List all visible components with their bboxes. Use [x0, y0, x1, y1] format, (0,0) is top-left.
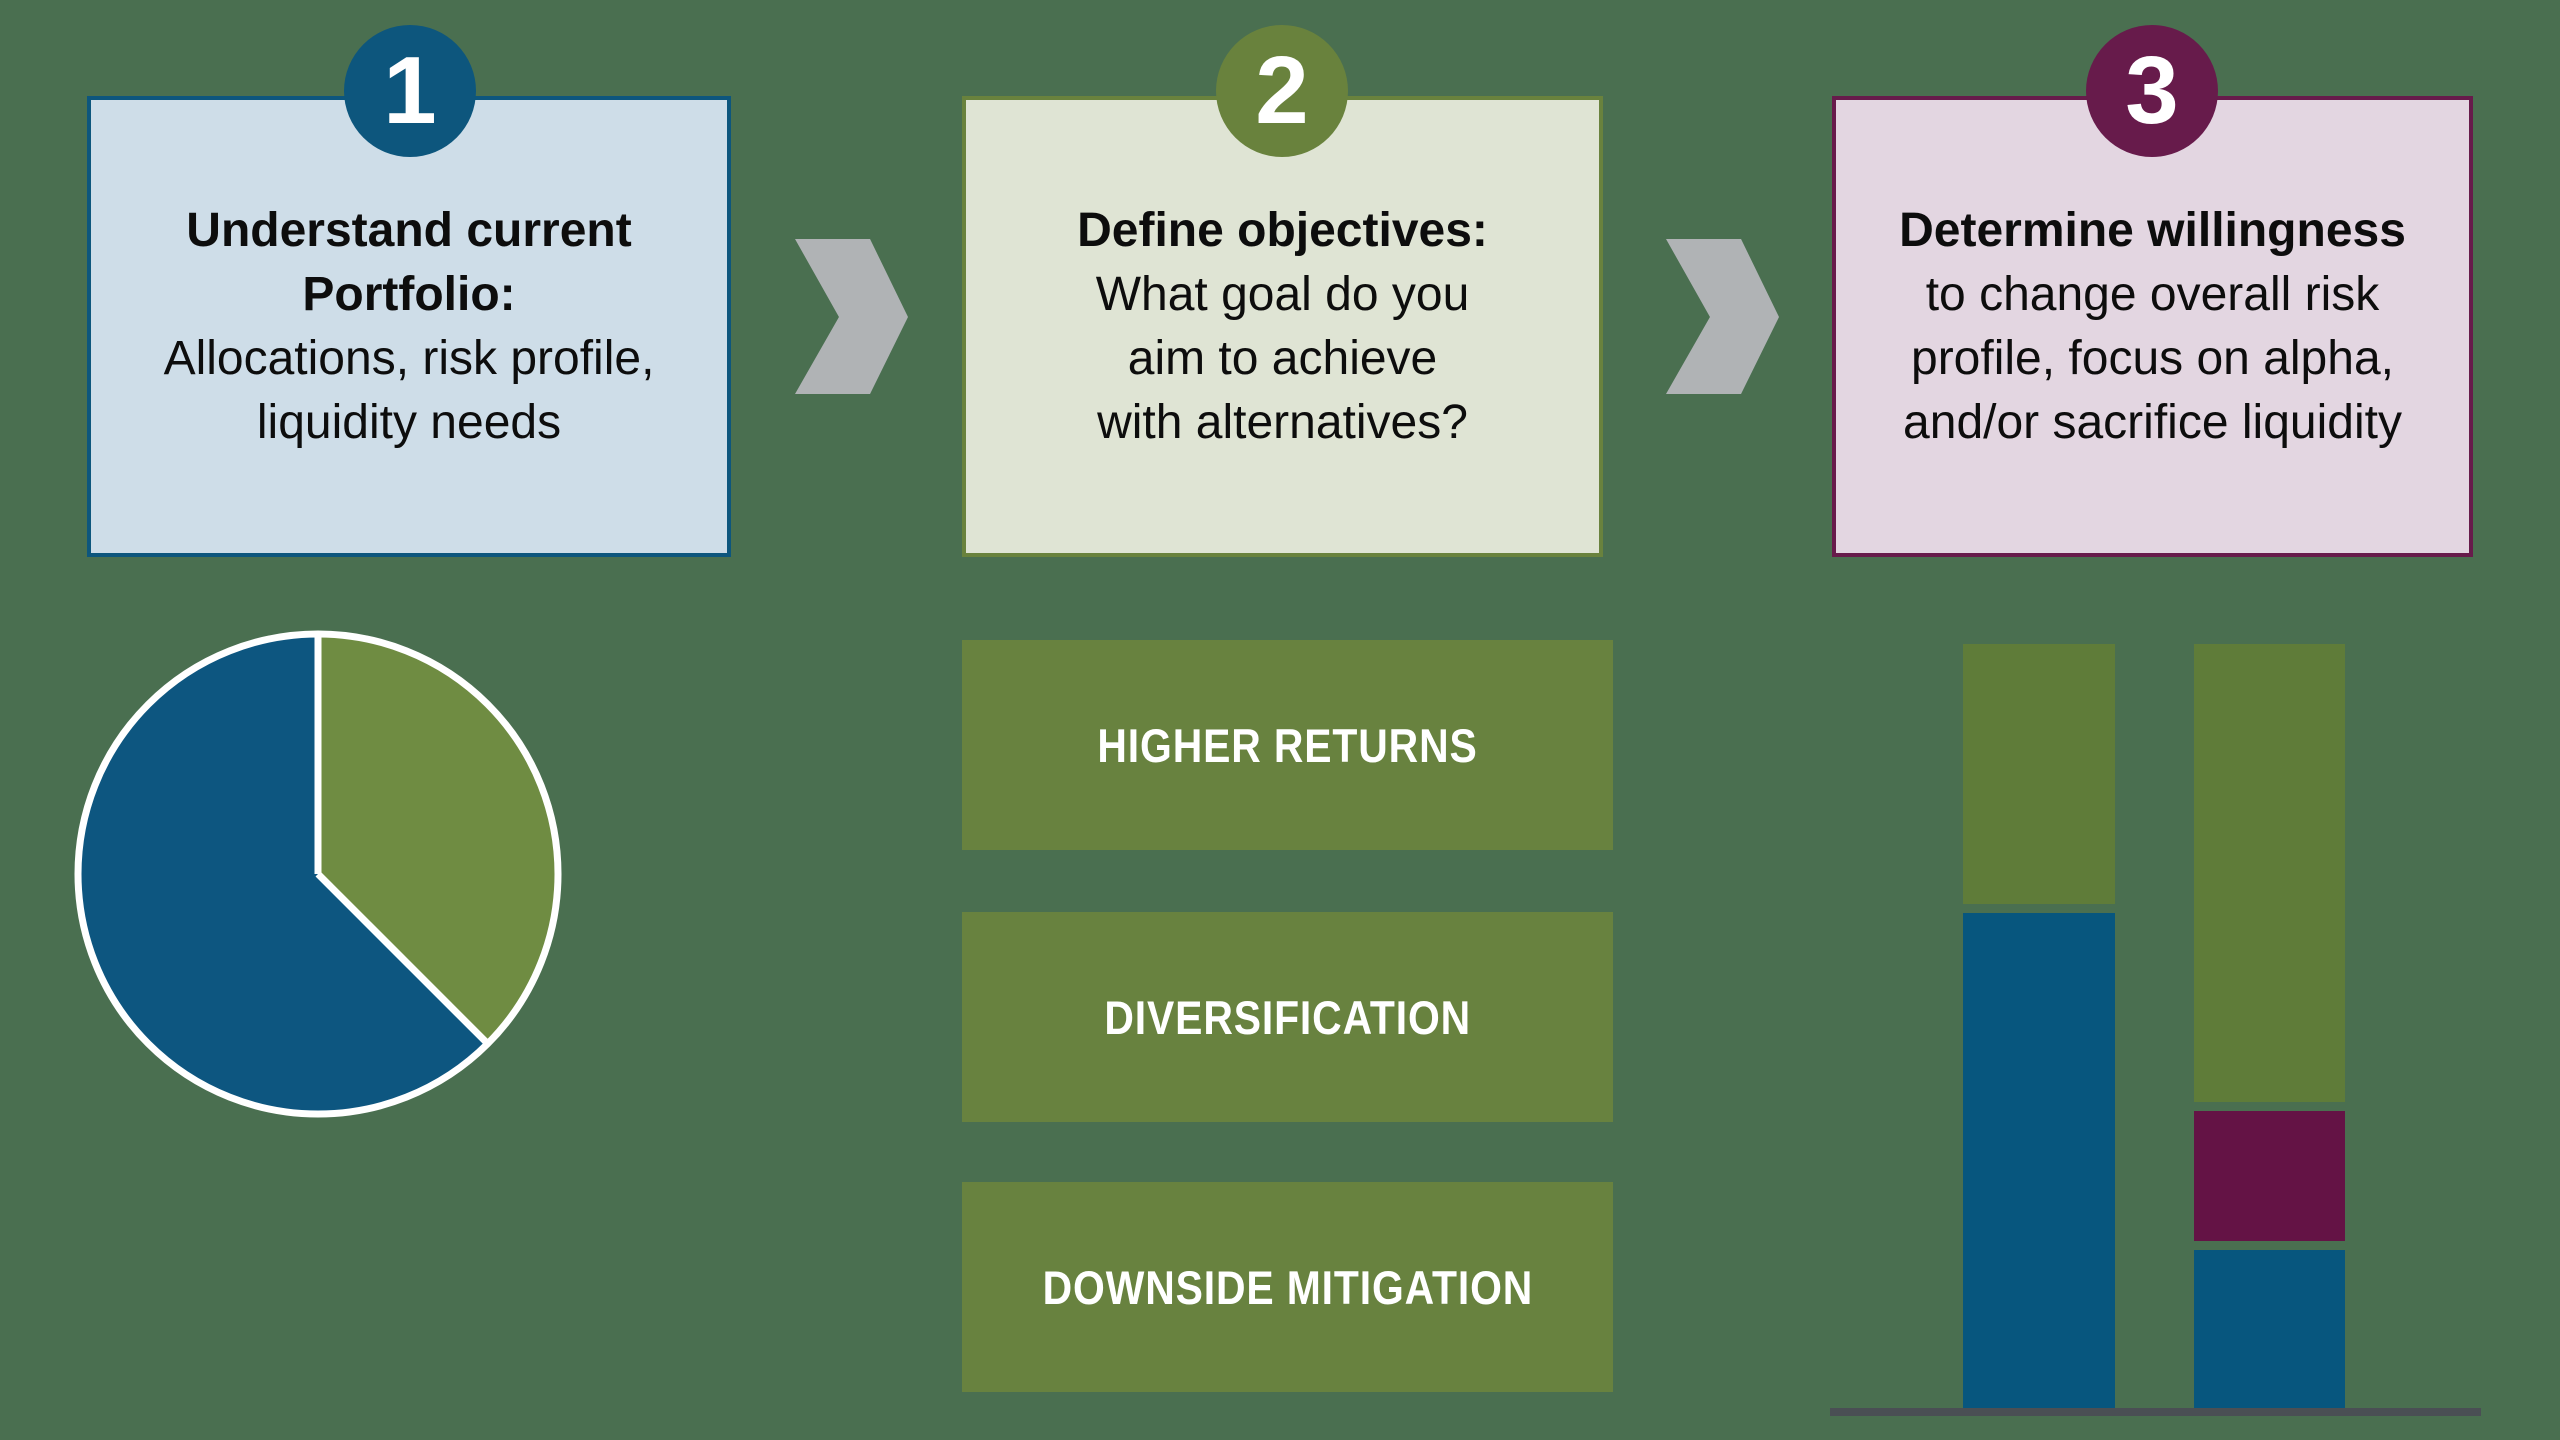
pie-outline [74, 630, 562, 1118]
step-2-body-line: with alternatives? [1097, 395, 1468, 449]
step-1-title-line: Understand current [186, 203, 632, 257]
objective-diversification: DIVERSIFICATION [962, 912, 1613, 1122]
step-3-body-line: profile, focus on alpha, [1911, 331, 2394, 385]
step-3-body-line: and/or sacrifice liquidity [1903, 395, 2402, 449]
chevron-right-icon [795, 239, 908, 394]
step-2-number: 2 [1255, 37, 1309, 144]
pie-slice-divider [315, 871, 491, 1047]
step-1-number: 1 [383, 37, 437, 144]
step-3-body-line: to change overall risk [1925, 267, 2380, 321]
maroon-mid-segment [2194, 1111, 2345, 1242]
step-1-body-line: liquidity needs [256, 395, 562, 449]
step-2-body-line: aim to achieve [1127, 331, 1438, 385]
chevron-right-icon [1666, 239, 1779, 394]
step-1-box: Understand current Portfolio: Allocation… [87, 96, 731, 557]
objective-label: DOWNSIDE MITIGATION [1042, 1260, 1533, 1314]
objective-label: HIGHER RETURNS [1097, 718, 1478, 772]
step-3-number: 3 [2125, 37, 2179, 144]
risk-profile-bar-after [2194, 644, 2345, 1408]
green-top-segment [2194, 644, 2345, 1103]
objective-downside-mitigation: DOWNSIDE MITIGATION [962, 1182, 1613, 1392]
step-3-title-line: Determine willingness [1899, 203, 2406, 257]
step-1-number-badge: 1 [344, 25, 476, 157]
step-3-box: Determine willingness to change overall … [1832, 96, 2473, 557]
step-1-body-line: Allocations, risk profile, [163, 331, 655, 385]
step-1-title-line: Portfolio: [302, 267, 516, 321]
portfolio-pie-chart [74, 630, 562, 1118]
step-2-title-line: Define objectives: [1077, 203, 1488, 257]
objective-label: DIVERSIFICATION [1104, 990, 1471, 1044]
bar-chart-baseline [1830, 1408, 2481, 1416]
blue-slice [78, 634, 488, 1114]
step-2-box: Define objectives: What goal do you aim … [962, 96, 1603, 557]
risk-profile-bar-before [1963, 644, 2115, 1408]
green-top-segment [1963, 644, 2115, 904]
step-2-body-line: What goal do you [1095, 267, 1470, 321]
objective-higher-returns: HIGHER RETURNS [962, 640, 1613, 850]
step-3-number-badge: 3 [2086, 25, 2218, 157]
green-slice [318, 634, 559, 1044]
blue-bottom-segment [2194, 1250, 2345, 1408]
step-2-number-badge: 2 [1216, 25, 1348, 157]
blue-bottom-segment [1963, 912, 2115, 1408]
